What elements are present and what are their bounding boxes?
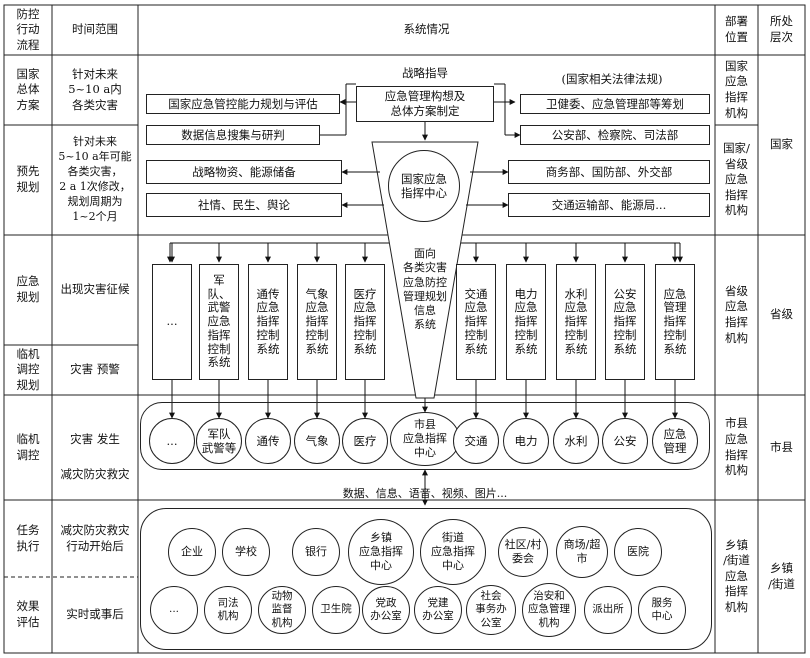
town-agency-circle: 银行 — [292, 528, 340, 576]
province-system-box: 通传 应急 指挥 控制 系统 — [248, 264, 288, 380]
strategic-reserves-box: 战略物资、能源储备 — [146, 160, 342, 184]
province-system-box: 医疗 应急 指挥 控制 系统 — [345, 264, 385, 380]
level-province: 省级 — [770, 307, 793, 322]
town-agency-circle: 社区/村 委会 — [498, 527, 548, 577]
dept-city: 市县 应急 指挥 机构 — [725, 416, 748, 478]
town-agency-circle: 乡镇 应急指挥 中心 — [348, 519, 414, 585]
province-system-box: 交通 应急 指挥 控制 系统 — [456, 264, 496, 380]
flow-imminent: 临机 调控 — [16, 431, 40, 462]
province-system-box: 气象 应急 指挥 控制 系统 — [297, 264, 337, 380]
flow-task: 任务 执行 — [16, 522, 40, 553]
dept-town: 乡镇 /街道 应急 指挥 机构 — [723, 537, 750, 614]
flow-imminent-plan: 临机 调控 规划 — [16, 346, 40, 392]
time-occur: 灾害 发生 — [70, 432, 120, 447]
social-opinion-box: 社情、民生、舆论 — [146, 193, 342, 217]
city-agency-circle: 通传 — [245, 418, 291, 464]
province-system-box: ... — [152, 264, 192, 380]
level-national: 国家 — [770, 137, 793, 152]
city-agency-circle: ... — [149, 418, 195, 464]
city-agency-circle: 交通 — [453, 418, 499, 464]
capability-planning-box: 国家应急管控能力规划与评估 — [146, 94, 340, 114]
time-action: 减灾防灾救灾 行动开始后 — [60, 522, 130, 553]
town-agency-circle: 服务 中心 — [638, 586, 686, 634]
province-system-box: 军队、 武警 应急 指挥 控制 系统 — [199, 264, 239, 380]
commerce-defense-box: 商务部、国防部、外交部 — [508, 160, 710, 184]
town-agency-circle: 党政 办公室 — [362, 586, 410, 634]
town-agency-circle: 街道 应急指挥 中心 — [420, 519, 486, 585]
city-agency-circle: 公安 — [602, 418, 648, 464]
health-commission-box: 卫健委、应急管理部等筹划 — [520, 94, 710, 114]
time-emergency: 出现灾害征候 — [60, 282, 130, 297]
city-agency-circle: 水利 — [553, 418, 599, 464]
town-agency-circle: 派出所 — [584, 586, 632, 634]
header-time: 时间范围 — [72, 22, 118, 37]
town-agency-circle: 卫生院 — [312, 586, 360, 634]
town-agency-circle: 党建 办公室 — [414, 586, 462, 634]
level-town: 乡镇 /街道 — [768, 560, 795, 591]
data-collection-box: 数据信息搜集与研判 — [146, 125, 320, 145]
dept-province: 省级 应急 指挥 机构 — [725, 283, 748, 345]
time-eval: 实时或事后 — [66, 607, 124, 622]
header-flow: 防控 行动 流程 — [16, 6, 40, 52]
city-command-center: 市县 应急指挥 中心 — [390, 412, 460, 466]
dept-national: 国家 应急 指挥 机构 — [725, 58, 748, 120]
province-system-box: 公安 应急 指挥 控制 系统 — [605, 264, 645, 380]
town-band — [140, 508, 712, 650]
town-agency-circle: ... — [150, 586, 198, 634]
flow-effect: 效果 评估 — [16, 599, 40, 629]
laws-note: (国家相关法律法规) — [561, 72, 663, 86]
town-agency-circle: 司法 机构 — [204, 586, 252, 634]
town-agency-circle: 社会 事务办 公室 — [466, 585, 516, 635]
city-agency-circle: 电力 — [503, 418, 549, 464]
strategic-guidance: 战略指导 — [402, 66, 448, 80]
level-city: 市县 — [770, 439, 793, 454]
city-agency-circle: 军队 武警等 — [196, 418, 242, 464]
time-warning: 灾害 预警 — [70, 362, 120, 377]
city-agency-circle: 医疗 — [342, 418, 388, 464]
time-national: 针对未来 5~10 a内 各类灾害 — [68, 66, 122, 112]
header-dept: 部署 位置 — [725, 14, 748, 44]
town-agency-circle: 治安和 应急管理 机构 — [522, 583, 576, 637]
city-agency-circle: 应急 管理 — [652, 418, 698, 464]
core-plan-box: 应急管理构想及 总体方案制定 — [356, 86, 494, 122]
transport-energy-box: 交通运输部、能源局... — [508, 193, 710, 217]
province-system-box: 水利 应急 指挥 控制 系统 — [556, 264, 596, 380]
funnel-text: 面向 各类灾害 应急防控 管理规划 信息 系统 — [403, 247, 447, 332]
town-agency-circle: 商场/超 市 — [556, 526, 608, 578]
national-command-center: 国家应急 指挥中心 — [388, 150, 460, 222]
flow-pre: 预先 规划 — [16, 164, 40, 194]
public-security-box: 公安部、检察院、司法部 — [520, 125, 710, 145]
flow-emergency: 应急 规划 — [16, 274, 40, 304]
header-level: 所处 层次 — [770, 14, 793, 44]
city-band — [140, 402, 710, 470]
city-agency-circle: 气象 — [294, 418, 340, 464]
time-relief: 减灾防灾救灾 — [60, 467, 130, 482]
dept-national-province: 国家/ 省级 应急 指挥 机构 — [723, 141, 750, 218]
town-agency-circle: 医院 — [614, 528, 662, 576]
time-pre: 针对未来 5~10 a年可能 各类灾害， 2 a 1次修改， 规划周期为 1~2… — [58, 135, 132, 223]
province-system-box: 应急 管理 指挥 控制 系统 — [655, 264, 695, 380]
town-agency-circle: 动物 监督 机构 — [258, 586, 306, 634]
province-system-box: 电力 应急 指挥 控制 系统 — [506, 264, 546, 380]
town-agency-circle: 学校 — [222, 528, 270, 576]
flow-national: 国家 总体 方案 — [16, 66, 40, 112]
header-system: 系统情况 — [403, 22, 450, 37]
data-flow-label: 数据、信息、语音、视频、图片... — [342, 487, 508, 500]
town-agency-circle: 企业 — [168, 528, 216, 576]
